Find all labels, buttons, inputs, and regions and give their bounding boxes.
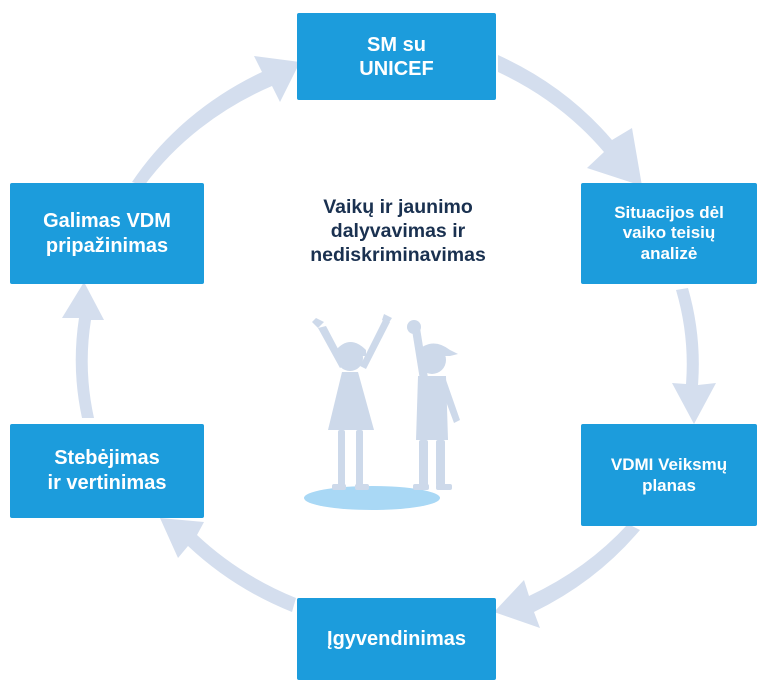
ground-puddle — [304, 486, 440, 510]
arrow-step6-to-step1 — [132, 56, 300, 186]
step-label: SM su UNICEF — [359, 33, 434, 80]
step-label: Stebėjimas ir vertinimas — [47, 447, 167, 494]
arrow-step1-to-step2 — [498, 55, 642, 186]
child-boy-figure — [407, 320, 460, 490]
step-label: Situacijos dėl vaiko teisių analizė — [614, 203, 724, 263]
step-label: Galimas VDM pripažinimas — [43, 209, 171, 257]
child-girl-figure — [312, 314, 392, 490]
step-label: Įgyvendinimas — [327, 628, 466, 650]
step-box-situacijos-analize: Situacijos dėl vaiko teisių analizė — [581, 183, 757, 284]
children-cheering-icon — [304, 314, 460, 510]
cycle-arrows — [62, 55, 716, 628]
arrow-step4-to-step5 — [160, 518, 296, 612]
arrow-step5-to-step6 — [62, 282, 104, 418]
step-box-vdmi-planas: VDMI Veiksmų planas — [581, 424, 757, 526]
arrow-step3-to-step4 — [494, 524, 640, 628]
arrow-step2-to-step3 — [672, 288, 716, 424]
center-title: Vaikų ir jaunimo dalyvavimas ir nediskri… — [310, 196, 486, 266]
step-box-sm-su-unicef: SM su UNICEF — [297, 13, 496, 100]
step-box-igyvendinimas: Įgyvendinimas — [297, 598, 496, 680]
step-box-stebejimas: Stebėjimas ir vertinimas — [10, 424, 204, 518]
step-label: VDMI Veiksmų planas — [610, 454, 728, 495]
step-box-galimas-vdm: Galimas VDM pripažinimas — [10, 183, 204, 284]
